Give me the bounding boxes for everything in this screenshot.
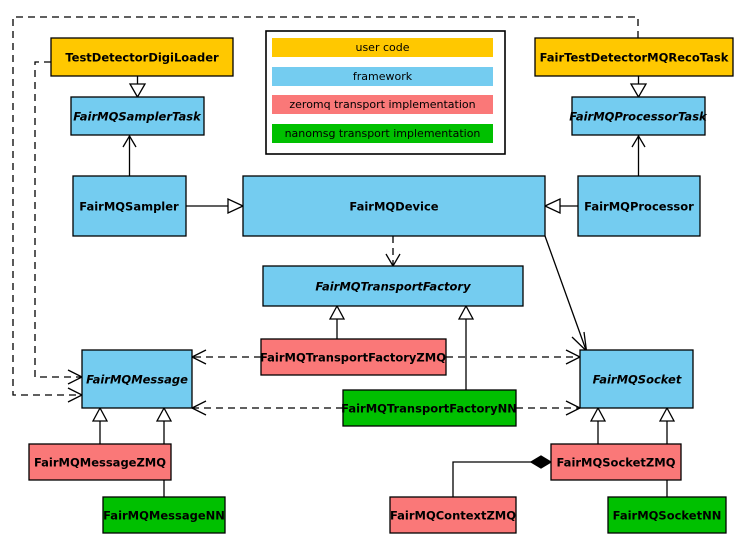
class-rect[interactable]: [102, 496, 226, 534]
class-box-fairmqsamplertask[interactable]: FairMQSamplerTask: [70, 96, 205, 136]
rel-tfnn-tf: [457, 304, 475, 390]
class-name-fairmqdevice: FairMQDevice: [349, 200, 438, 214]
class-box-fairmqsocketzmq[interactable]: FairMQSocketZMQ: [550, 443, 682, 481]
legend-item-user-code: user code: [272, 38, 493, 57]
class-rect[interactable]: [70, 96, 205, 136]
class-box-testdetectordigiloader[interactable]: TestDetectorDigiLoader: [50, 37, 234, 77]
legend-swatch-user-code: [272, 38, 493, 57]
class-name-fairmqtransportfactory: FairMQTransportFactory: [315, 280, 471, 294]
class-name-fairmqmessagezmq: FairMQMessageZMQ: [34, 456, 166, 470]
class-box-fairtestdetectormqrecotask[interactable]: FairTestDetectorMQRecoTask: [534, 37, 734, 77]
legend-item-zeromq: zeromq transport implementation: [272, 95, 493, 114]
rel-processor-device: [543, 197, 578, 215]
edge-layer: [12, 16, 676, 497]
class-rect[interactable]: [50, 37, 234, 77]
legend-swatch-zeromq: [272, 95, 493, 114]
class-name-fairmqprocessor: FairMQProcessor: [584, 200, 694, 214]
class-rect[interactable]: [550, 443, 682, 481]
legend-item-nanomsg: nanomsg transport implementation: [272, 124, 493, 143]
class-rect[interactable]: [389, 496, 517, 534]
rel-samplertask-sampler: [122, 134, 137, 176]
class-rect[interactable]: [577, 175, 701, 237]
class-box-fairmqtransportfactory[interactable]: FairMQTransportFactory: [262, 265, 524, 307]
legend-label-zeromq: zeromq transport implementation: [289, 98, 475, 111]
rel-socketzmq-socket: [589, 406, 607, 444]
legend-label-nanomsg: nanomsg transport implementation: [285, 127, 481, 140]
class-box-fairmqprocessortask[interactable]: FairMQProcessorTask: [569, 96, 708, 136]
class-rect[interactable]: [534, 37, 734, 77]
class-name-fairmqtransportfactoryzmq: FairMQTransportFactoryZMQ: [260, 351, 446, 365]
class-name-fairmqsampler: FairMQSampler: [79, 200, 179, 214]
class-box-fairmqsocket[interactable]: FairMQSocket: [579, 349, 694, 409]
rel-digiloader-samplertask: [128, 76, 147, 99]
rel-recotask-processortask: [629, 76, 648, 99]
class-name-fairmqcontextzmq: FairMQContextZMQ: [390, 509, 516, 523]
class-box-layer: TestDetectorDigiLoader FairTestDetectorM…: [28, 37, 734, 534]
class-name-fairmqtransportfactorynn: FairMQTransportFactoryNN: [341, 402, 517, 416]
class-name-fairmqsamplertask: FairMQSamplerTask: [73, 110, 202, 124]
class-box-fairmqprocessor[interactable]: FairMQProcessor: [577, 175, 701, 237]
class-rect[interactable]: [28, 443, 172, 481]
class-name-fairmqprocessortask: FairMQProcessorTask: [569, 110, 708, 124]
class-rect[interactable]: [342, 389, 517, 427]
class-box-fairmqtransportfactorynn[interactable]: FairMQTransportFactoryNN: [341, 389, 517, 427]
class-rect[interactable]: [242, 175, 546, 237]
rel-contextzmq-socketzmq: [452, 455, 553, 497]
class-name-fairmqmessagenn: FairMQMessageNN: [103, 509, 225, 523]
class-name-fairmqsocketzmq: FairMQSocketZMQ: [557, 456, 676, 470]
class-rect[interactable]: [262, 265, 524, 307]
class-box-fairmqdevice[interactable]: FairMQDevice: [242, 175, 546, 237]
class-box-fairmqmessagenn[interactable]: FairMQMessageNN: [102, 496, 226, 534]
class-box-fairmqcontextzmq[interactable]: FairMQContextZMQ: [389, 496, 517, 534]
legend-swatch-nanomsg: [272, 124, 493, 143]
class-rect[interactable]: [81, 349, 193, 409]
legend: user code framework zeromq transport imp…: [265, 30, 506, 155]
class-rect[interactable]: [72, 175, 187, 237]
rel-processortask-processor: [631, 134, 646, 176]
class-box-fairmqtransportfactoryzmq[interactable]: FairMQTransportFactoryZMQ: [260, 338, 447, 376]
class-name-fairmqsocket: FairMQSocket: [593, 373, 682, 387]
class-name-fairmqsocketnn: FairMQSocketNN: [613, 509, 722, 523]
class-rect[interactable]: [571, 96, 706, 136]
rel-messagezmq-message: [91, 406, 109, 444]
class-rect[interactable]: [607, 496, 727, 534]
rel-sampler-device: [186, 197, 245, 215]
class-box-fairmqmessagezmq[interactable]: FairMQMessageZMQ: [28, 443, 172, 481]
class-rect[interactable]: [579, 349, 694, 409]
class-box-fairmqmessage[interactable]: FairMQMessage: [81, 349, 193, 409]
class-name-fairtestdetectormqrecotask: FairTestDetectorMQRecoTask: [540, 51, 729, 65]
class-box-fairmqsocketnn[interactable]: FairMQSocketNN: [607, 496, 727, 534]
class-name-testdetectordigiloader: TestDetectorDigiLoader: [65, 51, 219, 65]
class-name-fairmqmessage: FairMQMessage: [86, 373, 188, 387]
class-box-fairmqsampler[interactable]: FairMQSampler: [72, 175, 187, 237]
class-rect[interactable]: [260, 338, 447, 376]
legend-label-user-code: user code: [355, 41, 409, 54]
legend-item-framework: framework: [272, 67, 493, 86]
legend-label-framework: framework: [353, 70, 413, 83]
rel-tfzmq-tf: [328, 304, 346, 339]
legend-swatch-framework: [272, 67, 493, 86]
